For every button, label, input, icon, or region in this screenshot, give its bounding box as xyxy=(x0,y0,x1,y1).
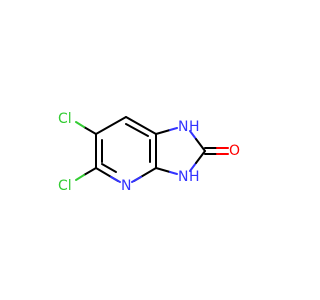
bond-c7-inner-double xyxy=(125,123,149,137)
atom-n1-h: H xyxy=(189,119,200,135)
atom-n3: N xyxy=(178,169,188,185)
bond-n3-c2-n-part xyxy=(189,162,197,172)
bond-c6-cl xyxy=(83,126,97,135)
bond-n1-c2-n-part xyxy=(189,130,197,140)
atom-cl-top: Cl xyxy=(58,111,72,127)
bond-c7-c7a xyxy=(125,116,157,135)
bond-c5-cl-cl-part xyxy=(75,174,85,181)
bond-c5-cl xyxy=(83,167,97,176)
bond-c6-cl-cl-part xyxy=(75,121,85,128)
atom-n-pyridine: N xyxy=(121,178,131,194)
bond-c3a-n3-n-part xyxy=(169,171,178,175)
bond-n3-c2 xyxy=(195,150,206,164)
atom-n1: N xyxy=(178,119,188,135)
atom-cl-bottom: Cl xyxy=(58,178,72,194)
atom-n3-h: H xyxy=(189,169,200,185)
atom-o: O xyxy=(229,143,240,159)
bond-c7a-n1 xyxy=(155,129,171,135)
bond-c3a-n4-n-part xyxy=(131,176,142,183)
bond-n1-c2 xyxy=(195,138,206,152)
bond-c5-n4-double xyxy=(101,163,117,173)
structure-diagram: Cl Cl N N H N H O xyxy=(58,111,240,194)
bond-c6-c7 xyxy=(95,116,127,135)
bond-c7a-n1-n-part xyxy=(169,127,178,131)
bond-c3a-n3 xyxy=(155,167,171,173)
bond-c5-n4-n-part xyxy=(110,176,121,183)
